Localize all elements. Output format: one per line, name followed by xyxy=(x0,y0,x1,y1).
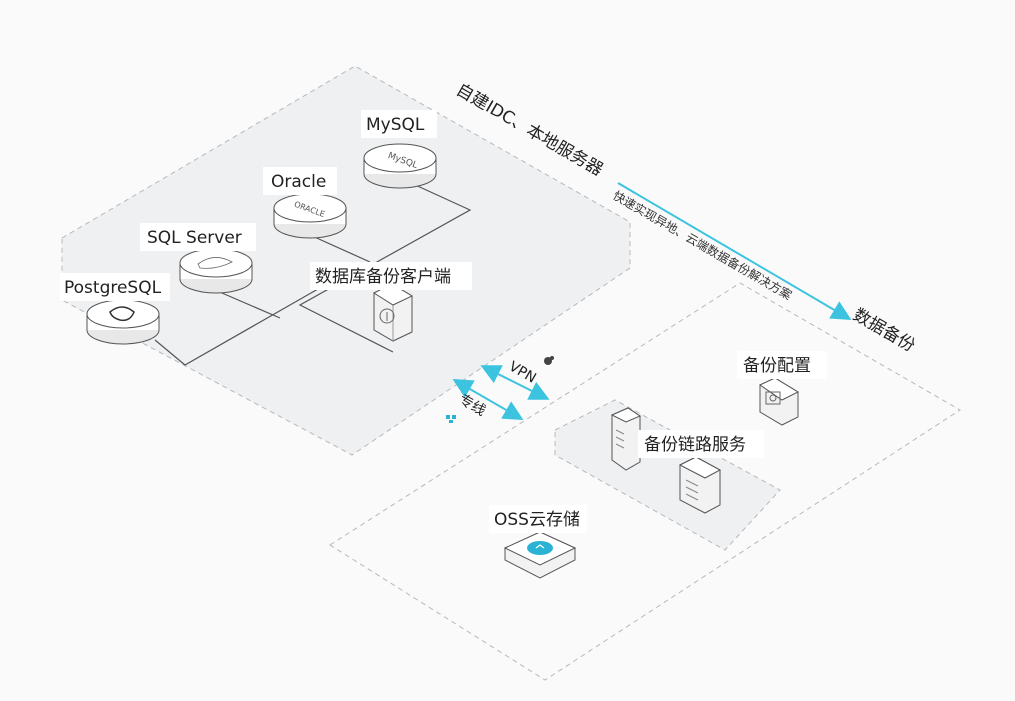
backup-client-box xyxy=(372,283,414,342)
postgresql-disk xyxy=(86,299,160,345)
cloud-upload-icon xyxy=(379,308,395,324)
backup-link-server-1 xyxy=(610,407,642,471)
backup-flow-arrow xyxy=(617,182,852,321)
backup-link-zone xyxy=(554,399,781,551)
backup-link-label: 备份链路服务 xyxy=(644,435,746,455)
backup-config-label: 备份配置 xyxy=(743,356,811,376)
gear-monitor-icon xyxy=(765,391,781,405)
on-premise-zone xyxy=(61,65,631,456)
sqlserver-disk xyxy=(179,248,253,294)
oracle-label: Oracle xyxy=(271,172,326,192)
backup-client-label: 数据库备份客户端 xyxy=(315,267,451,287)
cloud-storage-icon xyxy=(527,541,553,555)
server-rack-icon xyxy=(685,479,699,501)
postgresql-label: PostgreSQL xyxy=(64,278,162,298)
vpn-label: VPN xyxy=(506,359,539,387)
arrow-middle-label: 快速实现异地、云端数据备份解决方案 xyxy=(611,188,795,303)
mysql-label: MySQL xyxy=(366,115,425,135)
backup-config-box xyxy=(758,377,800,426)
arrow-end-label: 数据备份 xyxy=(850,305,919,356)
vpn-icon xyxy=(544,356,554,365)
oracle-disk: ORACLE xyxy=(273,193,347,239)
network-icon xyxy=(446,415,456,423)
sqlserver-label: SQL Server xyxy=(147,228,242,248)
sqlserver-logo-icon xyxy=(197,257,233,269)
oss-storage-box xyxy=(503,531,577,579)
oss-label: OSS云存储 xyxy=(494,510,580,530)
mysql-disk: MySQL xyxy=(363,143,437,189)
server-rack-icon xyxy=(615,429,625,449)
postgresql-logo-icon xyxy=(109,306,135,322)
dedicated-line-arrow xyxy=(452,378,524,421)
network-lines xyxy=(154,177,472,366)
